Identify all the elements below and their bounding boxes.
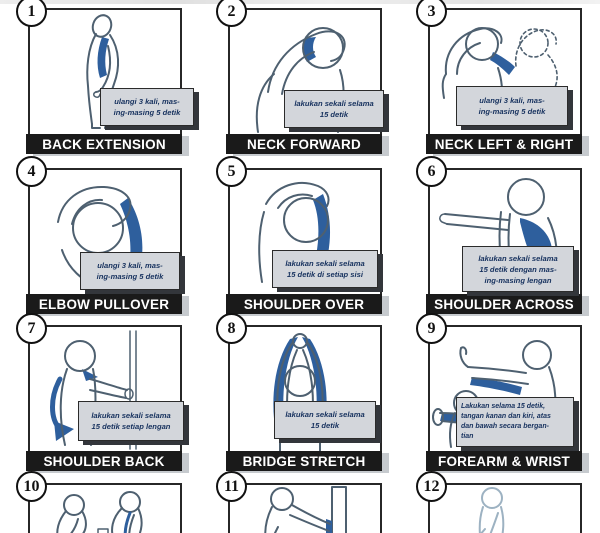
panel-number-badge: 11: [216, 471, 247, 502]
panel-number: 6: [427, 162, 436, 180]
panel-11: 11: [200, 471, 400, 533]
panel-frame: 12: [416, 471, 582, 533]
panel-number: 12: [423, 477, 440, 495]
panel-number-badge: 4: [16, 156, 47, 187]
top-edge-artifact: [0, 0, 600, 4]
instruction-note: lakukan sekali selama 15 detik dengan ma…: [462, 246, 574, 292]
panel-number: 11: [223, 477, 240, 495]
shoulder-over-figure: [258, 181, 331, 283]
panel-number-badge: 6: [416, 156, 447, 187]
neck-left-right-figure: [441, 27, 558, 104]
panel-number-badge: 10: [16, 471, 47, 502]
wall-push-figure: [264, 486, 347, 533]
panel-number: 10: [23, 477, 40, 495]
panel-bridge-stretch: 8 lakukan sekali selama 15 detik BRIDGE …: [200, 313, 400, 477]
panel-number: 5: [227, 162, 236, 180]
panel-title: SHOULDER BACK: [26, 451, 182, 471]
panel-elbow-pullover: 4 ulangi 3 kali, mas- ing-masing 5 detik…: [0, 156, 200, 320]
panel-number: 7: [27, 319, 36, 337]
panel-title: SHOULDER OVER: [226, 294, 382, 314]
instruction-note: ulangi 3 kali, mas- ing-masing 5 detik: [100, 88, 194, 126]
panel-title: ELBOW PULLOVER: [26, 294, 182, 314]
instruction-note: ulangi 3 kali, mas- ing-masing 5 detik: [456, 86, 568, 126]
panel-frame: 3: [416, 0, 582, 136]
panel-number-badge: 8: [216, 313, 247, 344]
panel-number-badge: 7: [16, 313, 47, 344]
panel-neck-left-right: 3 ulangi 3 kali, mas- ing-masing 5 detik…: [400, 0, 600, 160]
panel-number: 2: [227, 2, 236, 20]
standing-figure: [478, 487, 505, 533]
panel-number: 1: [27, 2, 36, 20]
seated-forward-bend-figure: [56, 491, 143, 533]
instruction-note: Lakukan selama 15 detik, tangan kanan da…: [456, 397, 574, 447]
panel-title: NECK FORWARD: [226, 134, 382, 154]
instruction-note: lakukan sekali selama 15 detik di setiap…: [272, 250, 378, 288]
panel-10: 10: [0, 471, 200, 533]
panel-forearm-wrist: 9 Lakukan selama 15 detik, tangan kanan …: [400, 313, 600, 477]
panel-shoulder-over: 5 lakukan sekali selama 15 detik di seti…: [200, 156, 400, 320]
panel-number: 4: [27, 162, 36, 180]
panel-number: 8: [227, 319, 236, 337]
panel-number-badge: 3: [416, 0, 447, 27]
panel-title: BACK EXTENSION: [26, 134, 182, 154]
panel-number-badge: 2: [216, 0, 247, 27]
panel-number: 9: [427, 319, 436, 337]
panel-shoulder-across: 6 lakukan sekali selama 15 detik dengan …: [400, 156, 600, 320]
panel-back-extension: 1 ulangi 3 kali, mas- ing-masing 5 detik…: [0, 0, 200, 160]
panel-number: 3: [427, 2, 436, 20]
panel-frame: 10: [16, 471, 182, 533]
panel-neck-forward: 2 lakukan sekali selama 15 detik NECK FO…: [200, 0, 400, 160]
panel-title: FOREARM & WRIST: [426, 451, 582, 471]
panel-title: NECK LEFT & RIGHT: [426, 134, 582, 154]
panel-shoulder-back: 7 lakukan sekali selama 15 detik setiap …: [0, 313, 200, 477]
panel-number-badge: 9: [416, 313, 447, 344]
panel-title: BRIDGE STRETCH: [226, 451, 382, 471]
instruction-note: lakukan sekali selama 15 detik: [284, 90, 384, 128]
panel-number-badge: 5: [216, 156, 247, 187]
panel-title: SHOULDER ACROSS: [426, 294, 582, 314]
panel-frame: 11: [216, 471, 382, 533]
instruction-note: lakukan sekali selama 15 detik setiap le…: [78, 401, 184, 441]
instruction-note: ulangi 3 kali, mas- ing-masing 5 detik: [80, 252, 180, 290]
panel-number-badge: 1: [16, 0, 47, 27]
instruction-note: lakukan sekali selama 15 detik: [274, 401, 376, 439]
panel-number-badge: 12: [416, 471, 447, 502]
panel-12: 12: [400, 471, 600, 533]
